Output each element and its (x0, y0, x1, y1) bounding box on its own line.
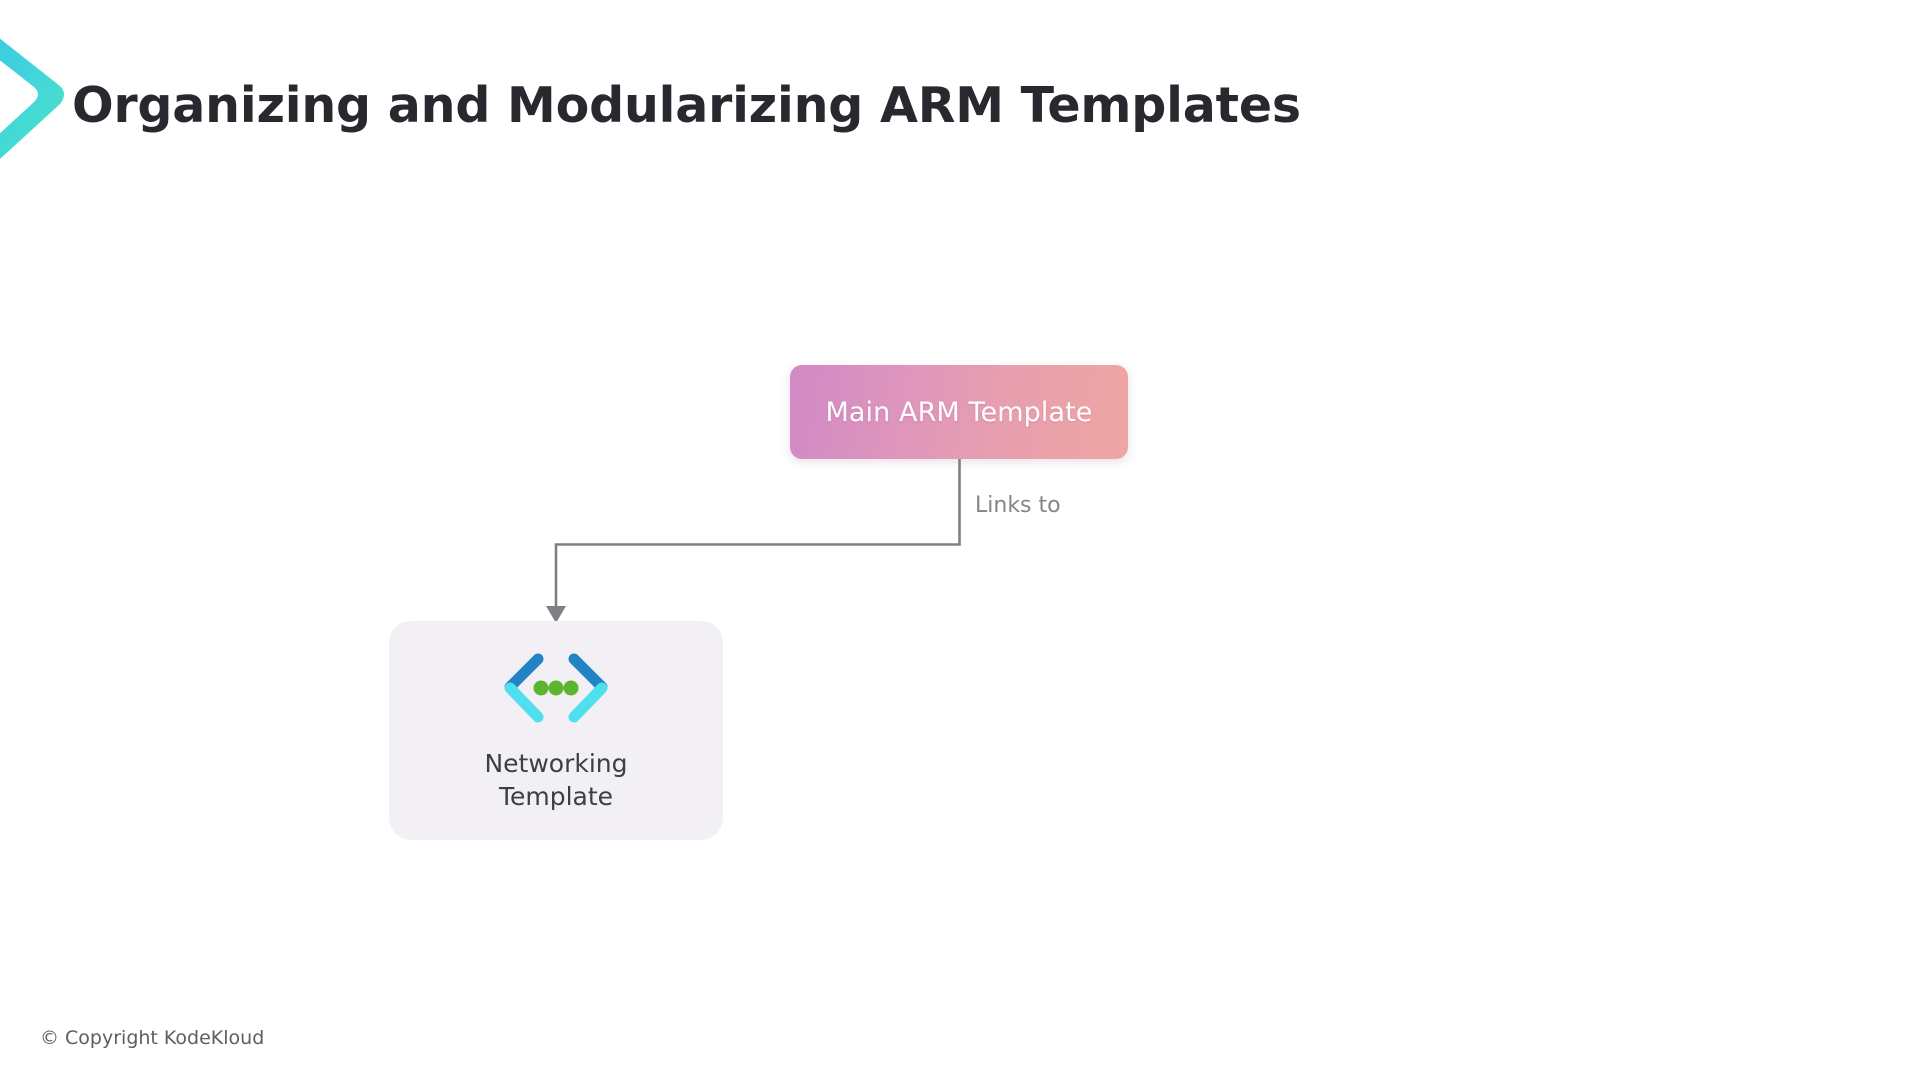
edge-links-to (554, 459, 961, 609)
node-networking-template[interactable]: Networking Template (389, 621, 723, 840)
node-main-arm-template-label: Main ARM Template (825, 396, 1093, 428)
node-main-arm-template[interactable]: Main ARM Template (790, 365, 1128, 459)
edge-label-links-to: Links to (975, 493, 1061, 518)
arrowhead-down-icon (546, 606, 566, 623)
code-brackets-dots-icon (504, 653, 608, 723)
footer-copyright: © Copyright KodeKloud (40, 1027, 265, 1049)
node-networking-template-label: Networking Template (484, 749, 628, 811)
page-title: Organizing and Modularizing ARM Template… (72, 77, 1301, 134)
